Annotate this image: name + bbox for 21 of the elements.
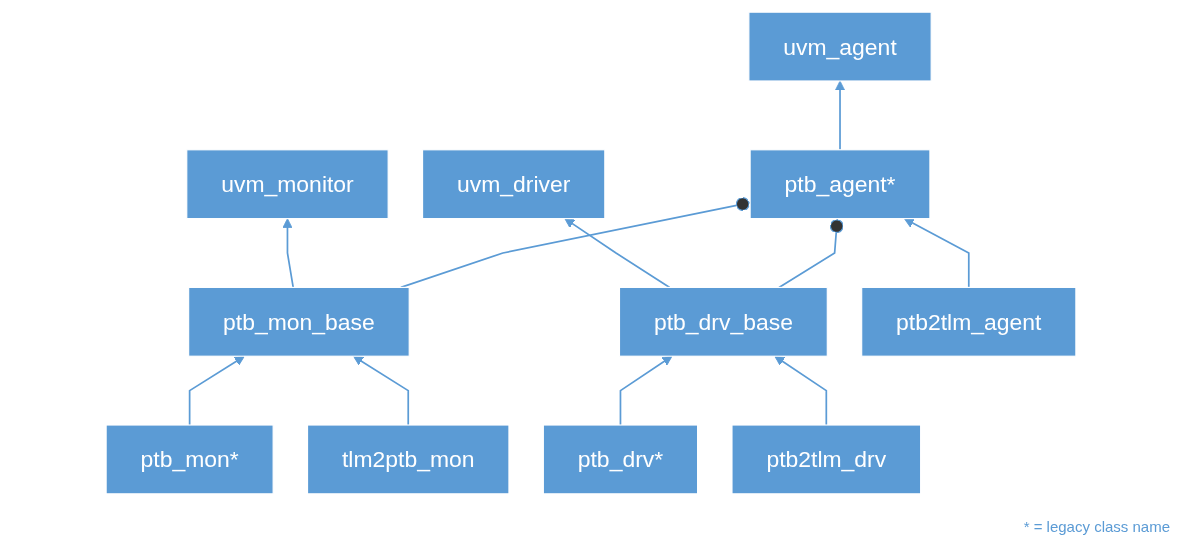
node-box: ptb2tlm_agent xyxy=(861,286,1077,357)
node-box: ptb_mon* xyxy=(105,423,274,494)
node-box: uvm_monitor xyxy=(186,148,389,219)
arrow xyxy=(619,355,673,426)
arrow xyxy=(564,217,671,288)
node-box: ptb_drv* xyxy=(542,423,699,494)
arrow xyxy=(353,355,410,426)
arrow xyxy=(282,217,295,288)
connector xyxy=(778,217,844,288)
note: * = legacy class name xyxy=(1023,518,1170,535)
node-box: ptb2tlm_drv xyxy=(731,423,922,494)
arrow xyxy=(774,355,828,426)
arrow xyxy=(188,355,245,426)
node-box: ptb_drv_base xyxy=(618,286,828,357)
node-box: ptb_mon_base xyxy=(188,286,410,357)
node-box: uvm_driver xyxy=(422,148,606,219)
node-box: ptb_agent* xyxy=(749,148,931,219)
arrow xyxy=(903,217,970,288)
node-box: uvm_agent xyxy=(748,11,932,82)
arrow xyxy=(834,80,846,151)
node-box: tlm2ptb_mon xyxy=(306,423,510,494)
